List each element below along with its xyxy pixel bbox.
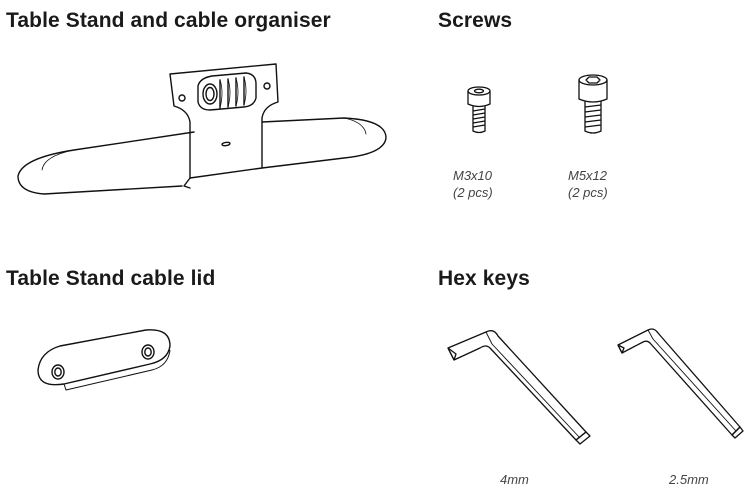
screw-quantity: (2 pcs) [453,185,493,200]
hex-key-2-5mm-illustration [616,325,745,441]
table-stand-illustration [14,62,394,202]
screw-size: M5x12 [568,168,608,183]
stand-title: Table Stand and cable organiser [6,9,331,32]
screw-size: M3x10 [453,168,493,183]
hex-key-size: 4mm [500,472,529,487]
screws-title: Screws [438,9,513,32]
m5-screw-illustration [575,73,611,137]
hex-key-size: 2.5mm [669,472,709,487]
hex-keys-title: Hex keys [438,267,530,290]
hex-key-caption-2-5mm: 2.5mm [669,471,709,488]
screw-caption-m5: M5x12 (2 pcs) [568,167,608,201]
lid-title: Table Stand cable lid [6,267,216,290]
m3-screw-illustration [464,86,494,136]
screw-caption-m3: M3x10 (2 pcs) [453,167,493,201]
hex-key-caption-4mm: 4mm [500,471,529,488]
cable-lid-illustration [34,326,174,398]
hex-key-4mm-illustration [446,326,596,444]
screw-quantity: (2 pcs) [568,185,608,200]
